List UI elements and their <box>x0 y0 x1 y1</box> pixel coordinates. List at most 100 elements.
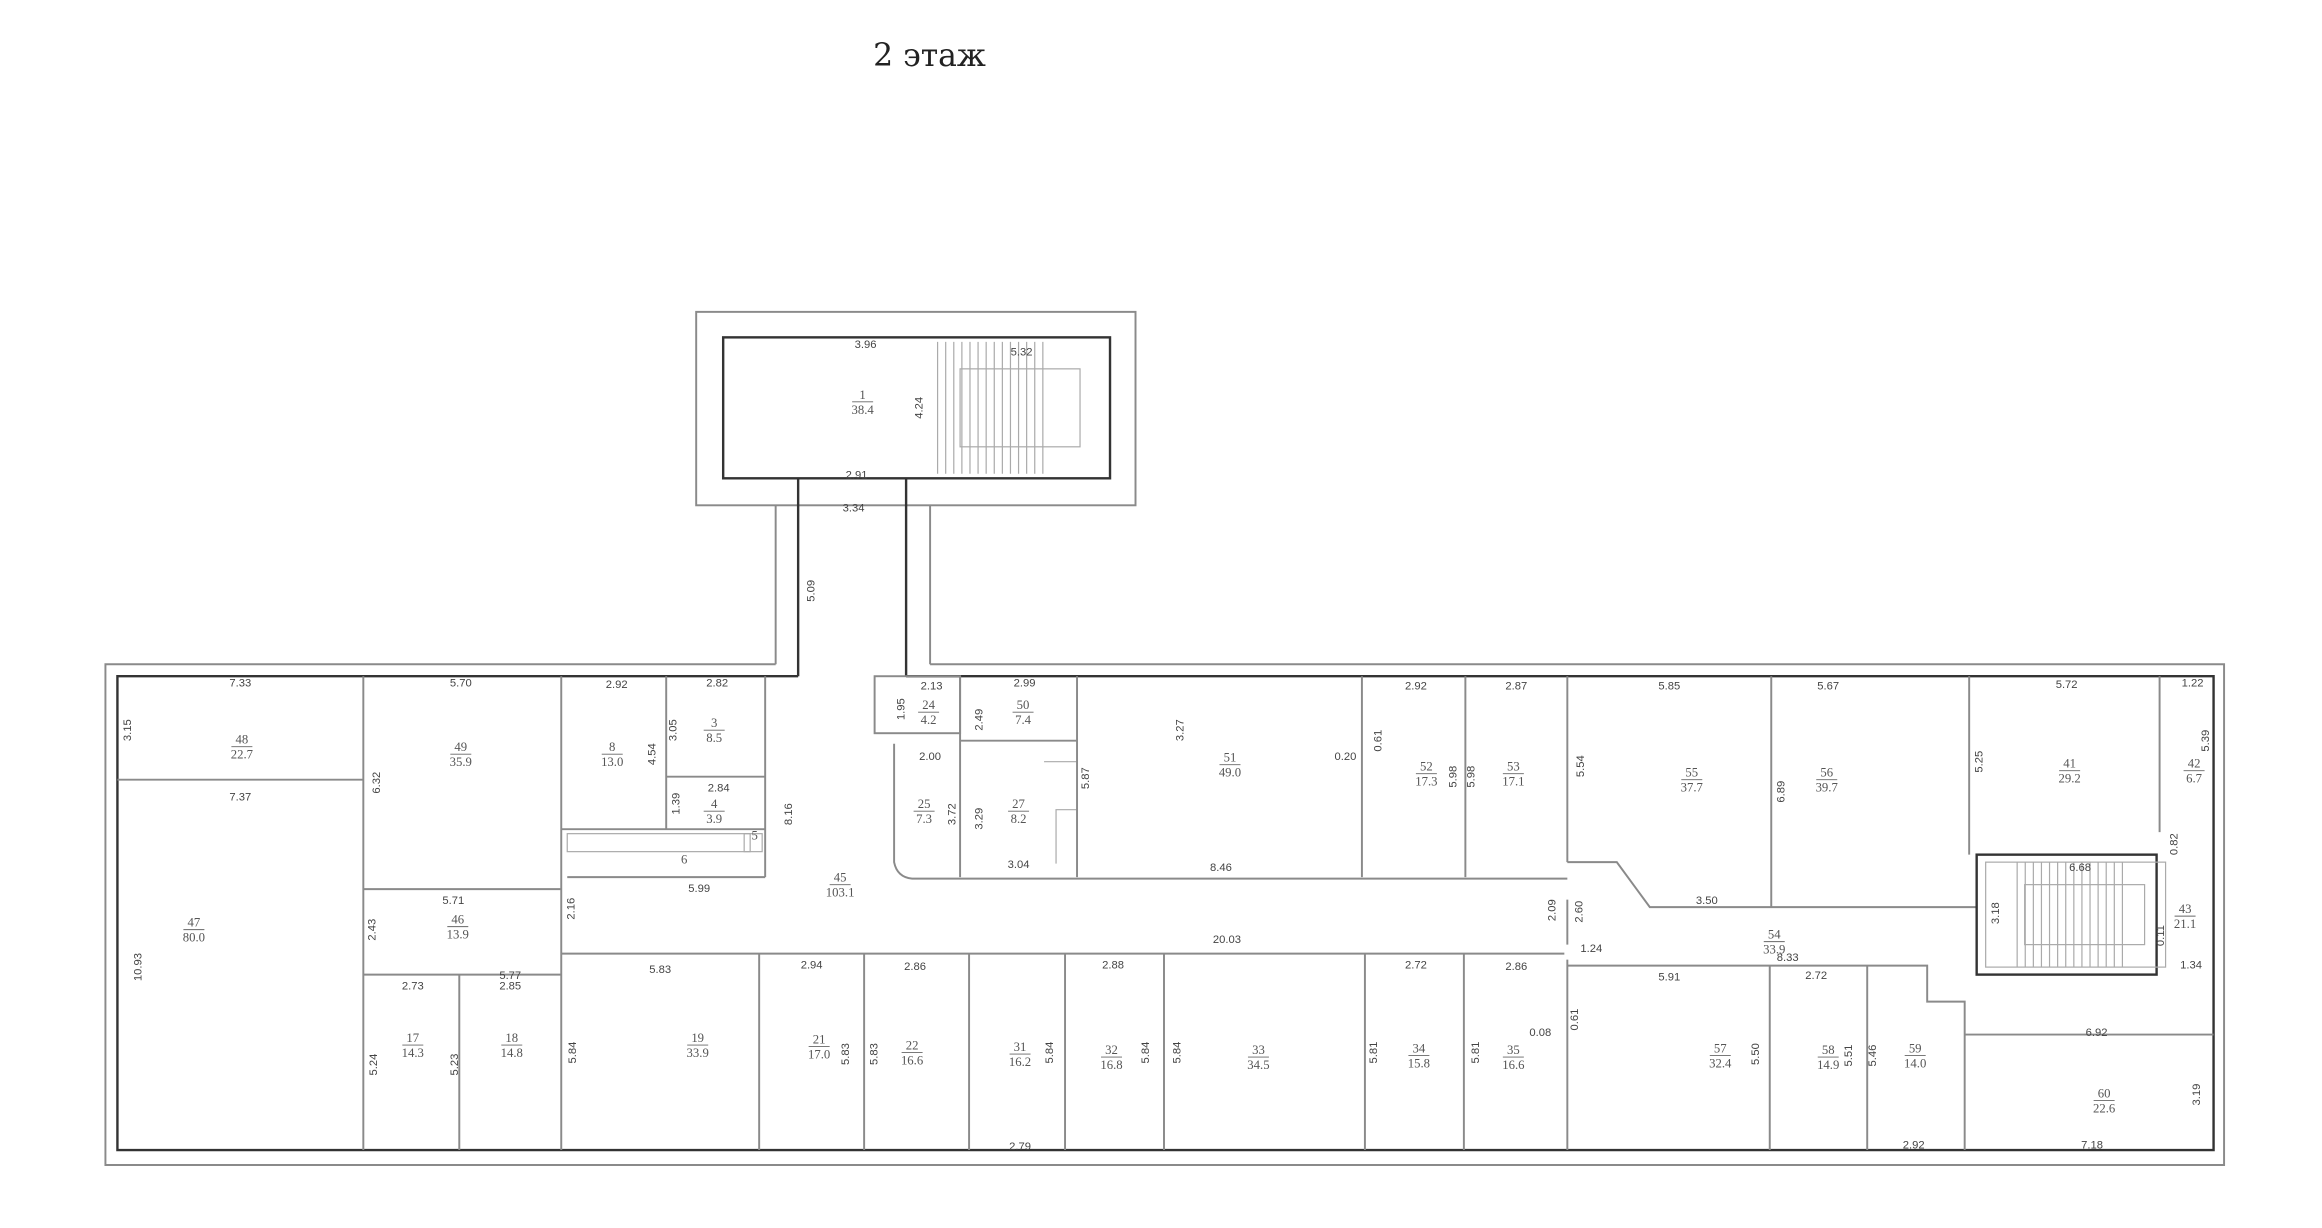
dimension-label: 5.54 <box>1575 755 1587 777</box>
room-number: 55 <box>1685 766 1698 780</box>
dimension-label: 5.84 <box>1140 1042 1152 1064</box>
room-labels: 138.44822.74935.9813.038.543.95645103.14… <box>183 388 2205 1116</box>
floor-title: 2 этаж <box>873 38 986 74</box>
staircases <box>936 341 2146 968</box>
dimension-label: 2.99 <box>1014 678 1036 690</box>
room-number: 41 <box>2063 757 2076 771</box>
room-number: 43 <box>2179 902 2192 916</box>
room-area: 3.9 <box>706 812 722 826</box>
room-area: 16.2 <box>1009 1055 1031 1069</box>
dimension-label: 1.34 <box>2180 960 2202 972</box>
room-area: 21.1 <box>2174 917 2196 931</box>
room-area: 16.6 <box>1502 1058 1524 1072</box>
dimension-label: 3.96 <box>855 339 877 351</box>
room-area: 17.3 <box>1415 775 1437 789</box>
room-number: 47 <box>188 916 201 930</box>
dimension-label: 1.22 <box>2182 678 2204 690</box>
dimension-label: 1.95 <box>896 698 908 720</box>
dimension-label: 2.16 <box>566 898 578 920</box>
room-area: 8.2 <box>1011 812 1027 826</box>
dimension-label: 0.08 <box>1529 1027 1551 1039</box>
dimension-label: 2.09 <box>1546 899 1558 921</box>
dimension-label: 3.50 <box>1696 895 1718 907</box>
dimension-label: 1.39 <box>671 793 683 815</box>
room-area: 33.9 <box>687 1046 709 1060</box>
dimension-label: 5.72 <box>2056 679 2078 691</box>
dimension-label: 7.18 <box>2081 1140 2103 1152</box>
room-1: 138.4 <box>851 388 874 417</box>
room-4: 43.9 <box>703 797 725 826</box>
dimension-label: 4.54 <box>647 743 659 765</box>
room-number: 58 <box>1822 1043 1835 1057</box>
dimension-label: 5.24 <box>368 1054 380 1076</box>
room-number: 60 <box>2098 1087 2111 1101</box>
dimension-label: 5.91 <box>1658 972 1680 984</box>
room-number: 24 <box>922 698 935 712</box>
dimension-label: 5.84 <box>567 1042 579 1064</box>
dimension-label: 0.20 <box>1334 751 1356 763</box>
dimension-label: 8.16 <box>783 803 795 825</box>
room-area: 37.7 <box>1681 781 1703 795</box>
dimension-label: 2.87 <box>1505 681 1527 693</box>
room-area: 38.4 <box>851 403 874 417</box>
room-area: 13.9 <box>447 928 469 942</box>
dimension-label: 5.83 <box>869 1043 881 1065</box>
room-area: 39.7 <box>1816 781 1838 795</box>
dimension-label: 0.61 <box>1372 730 1384 752</box>
room-number: 17 <box>406 1031 419 1045</box>
dimension-label: 5.09 <box>806 580 818 602</box>
room-area: 14.0 <box>1904 1057 1926 1071</box>
dimension-label: 2.86 <box>1505 961 1527 973</box>
room-number: 5 <box>751 829 757 843</box>
room-number: 18 <box>505 1031 518 1045</box>
room-number: 54 <box>1768 928 1781 942</box>
dimension-label: 8.46 <box>1210 862 1232 874</box>
room-area: 16.8 <box>1100 1058 1122 1072</box>
walls <box>104 310 2226 1167</box>
room-area: 34.5 <box>1247 1058 1269 1072</box>
room-number: 53 <box>1507 760 1520 774</box>
room-area: 35.9 <box>450 755 472 769</box>
room-number: 46 <box>451 913 464 927</box>
dimension-label: 5.81 <box>1470 1042 1482 1064</box>
room-area: 14.9 <box>1817 1058 1839 1072</box>
room-area: 15.8 <box>1408 1057 1430 1071</box>
room-area: 6.7 <box>2186 772 2202 786</box>
room-number: 21 <box>813 1033 826 1047</box>
room-area: 17.1 <box>1502 775 1524 789</box>
dimension-label: 5.23 <box>449 1054 461 1076</box>
room-24: 244.2 <box>918 698 940 727</box>
dimension-label: 5.98 <box>1447 766 1459 788</box>
dimension-label: 5.85 <box>1658 681 1680 693</box>
dimension-label: 2.72 <box>1805 970 1827 982</box>
dimension-label: 3.19 <box>2191 1084 2203 1106</box>
dimension-label: 0.61 <box>1569 1009 1581 1031</box>
dimension-label: 5.81 <box>1368 1042 1380 1064</box>
room-number: 33 <box>1252 1043 1265 1057</box>
dimension-label: 5.50 <box>1750 1043 1762 1065</box>
dimension-label: 6.68 <box>2069 862 2091 874</box>
room-number: 6 <box>681 853 687 867</box>
dimension-label: 2.88 <box>1102 960 1124 972</box>
dimension-label: 2.92 <box>1405 681 1427 693</box>
room-number: 50 <box>1017 698 1030 712</box>
dimension-label: 5.87 <box>1080 767 1092 789</box>
room-area: 17.0 <box>808 1048 830 1062</box>
room-6: 6 <box>681 853 687 867</box>
